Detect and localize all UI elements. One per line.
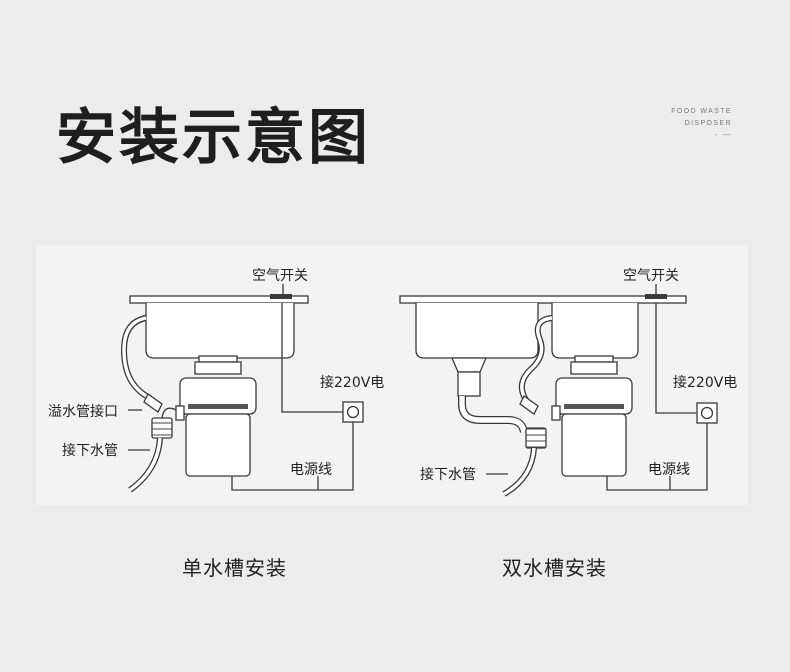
brand-mark: - — — [714, 130, 732, 139]
disposer-top — [570, 361, 618, 375]
drain-elbow — [525, 427, 547, 449]
double-sink-diagram — [399, 284, 718, 497]
label-overflow-port: 溢水管接口 — [48, 403, 118, 420]
caption-double-sink: 双水槽安装 — [502, 556, 607, 580]
brand-line-1: FOOD WASTE — [671, 108, 732, 115]
overflow-port — [519, 395, 539, 415]
right-sink-basin — [551, 303, 639, 359]
label-air-switch: 空气开关 — [252, 268, 308, 284]
trap-pipe — [458, 396, 528, 433]
label-power-cord: 电源线 — [648, 462, 690, 478]
sink-flange — [574, 355, 614, 363]
air-switch-button — [270, 294, 292, 299]
drain-hose — [128, 437, 163, 493]
overflow-port — [143, 393, 163, 413]
single-sink-diagram — [120, 284, 364, 493]
left-sink-basin — [415, 303, 539, 359]
label-power-cord: 电源线 — [290, 462, 332, 478]
label-air-switch: 空气开关 — [623, 268, 679, 284]
power-cord — [231, 422, 354, 491]
label-drain-pipe: 接下水管 — [420, 466, 476, 483]
disposer-top — [194, 361, 242, 375]
sink-flange — [198, 355, 238, 363]
label-drain-pipe: 接下水管 — [62, 442, 118, 459]
left-strainer — [451, 357, 487, 373]
caption-single-sink: 单水槽安装 — [182, 556, 287, 580]
disposer-lower-body — [185, 413, 251, 477]
label-power-220v: 接220V电 — [673, 374, 737, 391]
switch-wire — [655, 303, 696, 414]
sink-basin — [145, 303, 295, 359]
drain-elbow — [151, 417, 173, 439]
brand-tag: FOOD WASTE DISPOSER - — — [671, 106, 732, 140]
air-switch-button — [645, 294, 667, 299]
label-power-220v: 接220V电 — [320, 374, 384, 391]
disposer-lower-body — [561, 413, 627, 477]
countertop — [399, 295, 687, 304]
switch-wire — [281, 303, 343, 413]
page-title: 安装示意图 — [56, 103, 371, 173]
power-cord — [606, 423, 708, 491]
brand-line-2: DISPOSER — [684, 120, 732, 127]
